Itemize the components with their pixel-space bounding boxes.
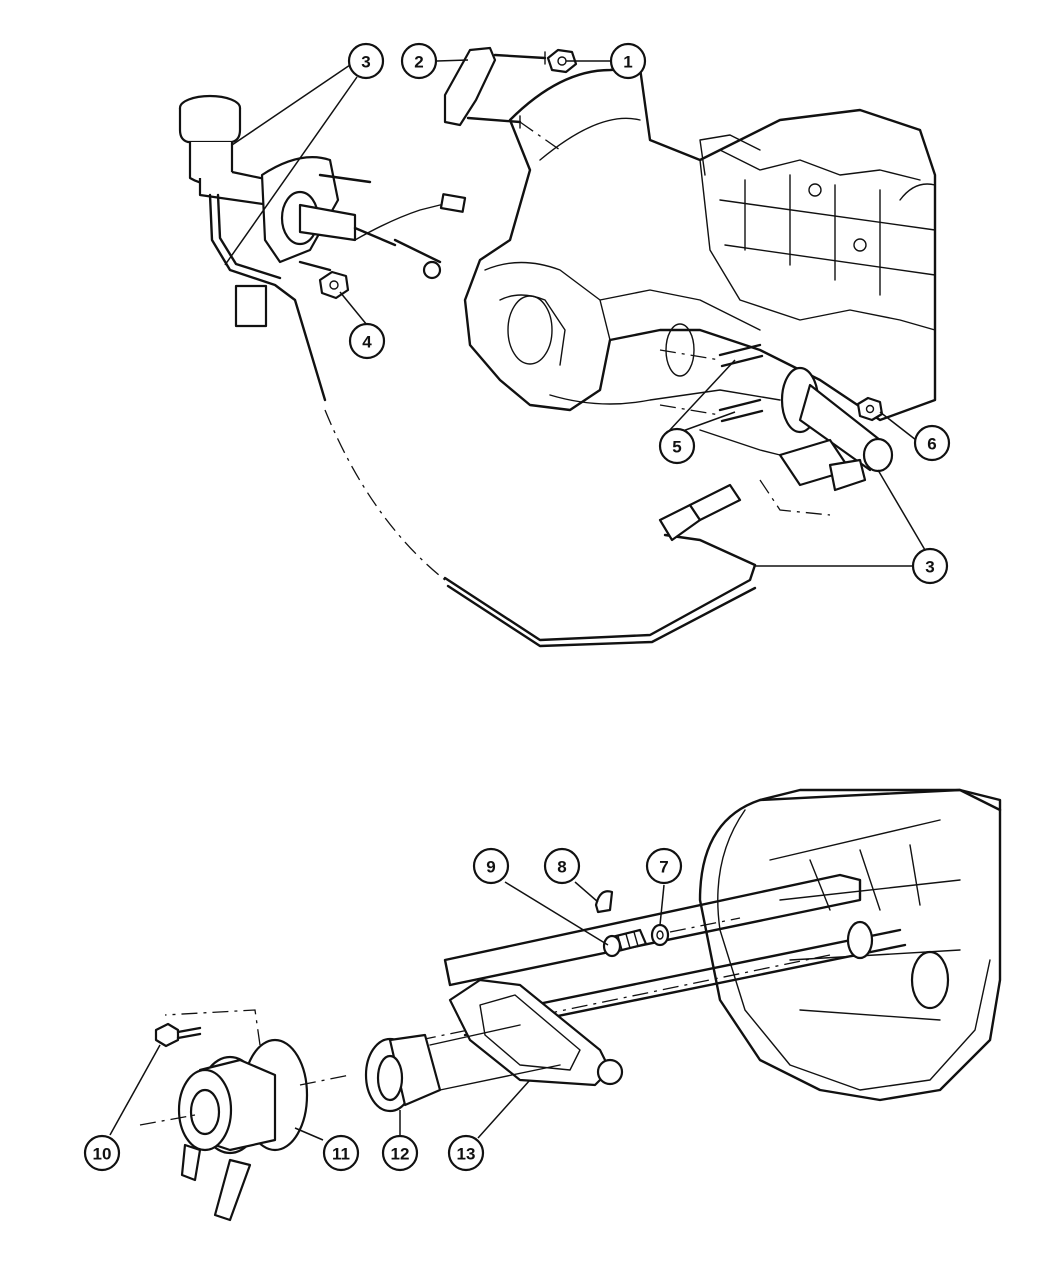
bracket-plate (443, 46, 561, 151)
concentric-slave-cylinder (139, 1009, 351, 1222)
callout-4: 4 (348, 322, 386, 360)
studs (659, 343, 764, 423)
callout-1: 1 (609, 42, 647, 80)
small-fittings (594, 890, 741, 958)
transmission-housing-top (463, 66, 937, 422)
leader-lines (109, 59, 926, 1141)
callout-2: 2 (400, 42, 438, 80)
callout-11-label: 11 (332, 1145, 350, 1164)
callout-5-label: 5 (672, 438, 681, 457)
callout-11: 11 (322, 1134, 360, 1172)
bolt (154, 1022, 202, 1048)
callout-10-label: 10 (93, 1145, 112, 1164)
callout-3-master: 3 (347, 42, 385, 80)
callout-13: 13 (447, 1134, 485, 1172)
release-fork (448, 978, 624, 1087)
callout-8-label: 8 (557, 858, 566, 877)
callout-9-label: 9 (486, 858, 495, 877)
callout-12-label: 12 (391, 1145, 410, 1164)
bell-housing (698, 788, 1002, 1102)
nut-master-cylinder (318, 270, 350, 300)
slave-cylinder-top (699, 366, 894, 516)
hydraulic-line (208, 193, 757, 648)
clutch-master-cylinder (178, 94, 467, 280)
callout-3-line: 3 (911, 547, 949, 585)
callout-3-master-label: 3 (361, 53, 370, 72)
callout-4-label: 4 (362, 333, 372, 352)
callout-1-label: 1 (623, 53, 632, 72)
callout-8: 8 (543, 847, 581, 885)
callout-12: 12 (381, 1134, 419, 1172)
bearing-sleeve (364, 1024, 561, 1113)
callout-5: 5 (658, 427, 696, 465)
nut-slave-cylinder (856, 396, 884, 422)
callout-2-label: 2 (414, 53, 423, 72)
callout-7-label: 7 (659, 858, 668, 877)
callout-3-slave-label: 6 (927, 435, 936, 454)
callout-3-slave: 6 (913, 424, 951, 462)
callout-9: 9 (472, 847, 510, 885)
callout-13-label: 13 (457, 1145, 476, 1164)
callout-10: 10 (83, 1134, 121, 1172)
callout-3-line-label: 3 (925, 558, 934, 577)
callout-7: 7 (645, 847, 683, 885)
